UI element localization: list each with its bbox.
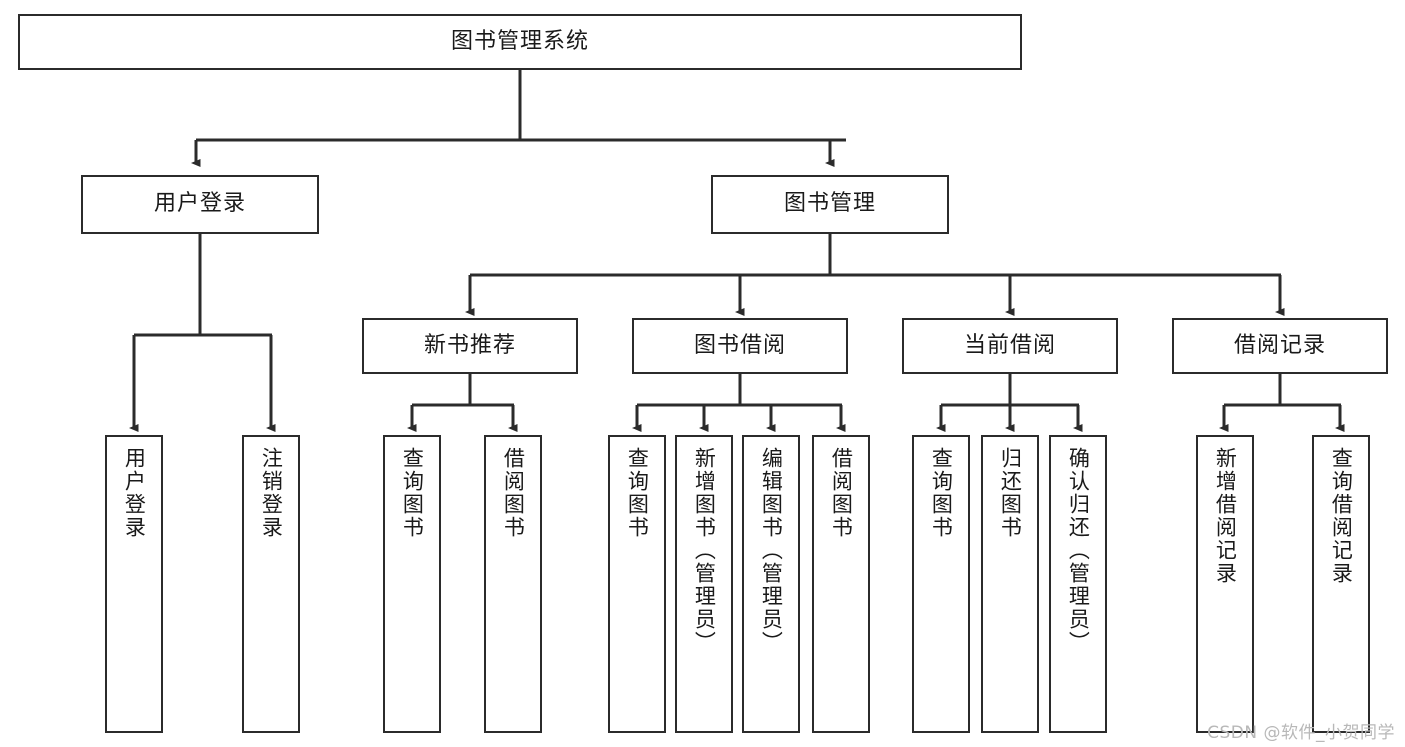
node-leaf-recommend-query-book[interactable]: 查询图书 — [383, 435, 441, 733]
node-label: 图书借阅 — [693, 332, 786, 358]
node-book-management[interactable]: 图书管理 — [711, 175, 949, 234]
node-label: 编辑图书（管理员） — [759, 447, 784, 654]
node-leaf-user-login-logout[interactable]: 注销登录 — [242, 435, 300, 733]
node-leaf-record-add-record[interactable]: 新增借阅记录 — [1196, 435, 1254, 733]
node-leaf-borrow-edit-book-admin[interactable]: 编辑图书（管理员） — [742, 435, 800, 733]
node-leaf-borrow-add-book-admin[interactable]: 新增图书（管理员） — [675, 435, 733, 733]
node-label: 查询图书 — [625, 447, 650, 539]
csdn-watermark: CSDN @软件_小贺同学 — [1207, 723, 1395, 743]
node-leaf-user-login-login[interactable]: 用户登录 — [105, 435, 163, 733]
node-leaf-current-query-book[interactable]: 查询图书 — [912, 435, 970, 733]
node-label: 图书管理 — [783, 191, 876, 217]
node-label: 用户登录 — [153, 191, 246, 217]
node-leaf-record-query-record[interactable]: 查询借阅记录 — [1312, 435, 1370, 733]
node-label: 查询图书 — [400, 447, 425, 539]
node-label: 借阅图书 — [829, 447, 854, 539]
node-label: 查询借阅记录 — [1329, 447, 1354, 585]
node-leaf-recommend-borrow-book[interactable]: 借阅图书 — [484, 435, 542, 733]
node-label: 查询图书 — [929, 447, 954, 539]
node-label: 新书推荐 — [423, 332, 516, 358]
node-borrow-record[interactable]: 借阅记录 — [1172, 318, 1388, 374]
node-root-book-management-system[interactable]: 图书管理系统 — [18, 14, 1022, 70]
node-label: 新增借阅记录 — [1213, 447, 1238, 585]
node-label: 归还图书 — [998, 447, 1023, 539]
node-label: 借阅图书 — [501, 447, 526, 539]
node-new-book-recommend[interactable]: 新书推荐 — [362, 318, 578, 374]
node-leaf-current-return-book[interactable]: 归还图书 — [981, 435, 1039, 733]
node-book-borrow[interactable]: 图书借阅 — [632, 318, 848, 374]
node-label: 借阅记录 — [1233, 332, 1326, 358]
node-leaf-borrow-borrow-book[interactable]: 借阅图书 — [812, 435, 870, 733]
node-label: 当前借阅 — [963, 332, 1056, 358]
node-label: 确认归还（管理员） — [1066, 447, 1091, 654]
node-current-borrow[interactable]: 当前借阅 — [902, 318, 1118, 374]
node-label: 用户登录 — [122, 447, 147, 539]
node-label: 注销登录 — [259, 447, 284, 539]
node-leaf-current-confirm-return-admin[interactable]: 确认归还（管理员） — [1049, 435, 1107, 733]
node-label: 新增图书（管理员） — [692, 447, 717, 654]
node-label: 图书管理系统 — [450, 28, 589, 54]
node-user-login[interactable]: 用户登录 — [81, 175, 319, 234]
node-leaf-borrow-query-book[interactable]: 查询图书 — [608, 435, 666, 733]
